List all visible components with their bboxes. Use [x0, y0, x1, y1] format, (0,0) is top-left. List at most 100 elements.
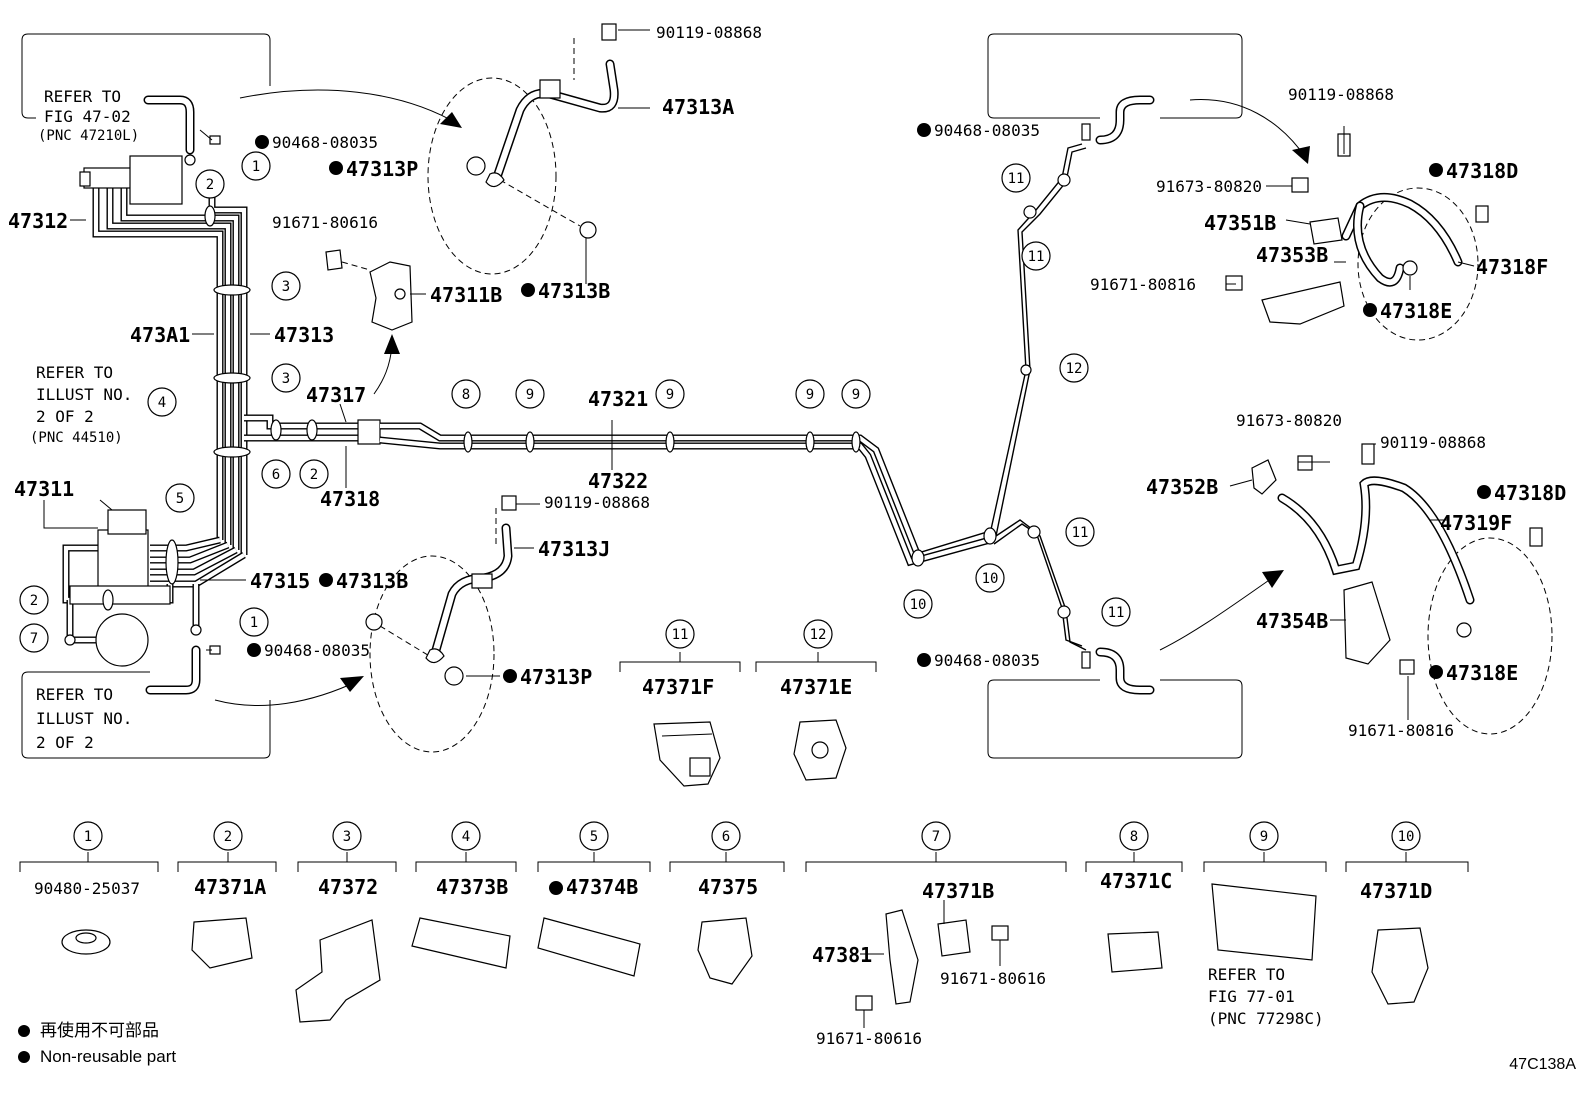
- callout-number: 11: [1108, 605, 1125, 621]
- callout-circle: [903, 589, 933, 619]
- callout-number: 12: [810, 627, 827, 643]
- bottom-part-8: 47371C: [1100, 869, 1172, 893]
- callout-circle: [19, 623, 49, 653]
- part-91673-80820-top-right: 91673-80820: [1156, 177, 1262, 196]
- callout-circle: [332, 821, 362, 851]
- callout-number: 3: [343, 829, 351, 845]
- part-47318E-top-right: 47318E: [1380, 299, 1452, 323]
- callout-circle: [1001, 163, 1031, 193]
- bottom-part-3: 47372: [318, 875, 378, 899]
- part-47311B: 47311B: [430, 283, 502, 307]
- callout-3-2: 3: [271, 271, 301, 301]
- part-91671-80816-bottom-right: 91671-80816: [1348, 721, 1454, 740]
- bottom-part-6: 47375: [698, 875, 758, 899]
- ref-fig-47-02-line1: REFER TO: [44, 87, 121, 106]
- non-reusable-mark: [1477, 485, 1491, 499]
- non-reusable-mark: [319, 573, 333, 587]
- callout-number: 4: [158, 395, 166, 411]
- flex-hose-47313J: [365, 495, 517, 686]
- callout-number: 2: [310, 467, 318, 483]
- callout-number: 12: [1066, 361, 1083, 377]
- flex-hose-47313A: [466, 23, 619, 239]
- legend-row-jp: 再使用不可部品: [18, 1018, 176, 1044]
- callout-3-27: 3: [332, 821, 362, 851]
- ref-fig-47-02-line2: FIG 47-02: [44, 107, 131, 126]
- callout-circle: [1101, 597, 1131, 627]
- bottom-row-brackets: [19, 652, 1469, 872]
- callout-number: 4: [462, 829, 470, 845]
- callout-9-33: 9: [1249, 821, 1279, 851]
- callout-7-31: 7: [921, 821, 951, 851]
- callout-1-10: 1: [239, 607, 269, 637]
- callout-circle: [841, 379, 871, 409]
- callout-9-13: 9: [655, 379, 685, 409]
- callout-6-30: 6: [711, 821, 741, 851]
- callout-number: 6: [722, 829, 730, 845]
- callout-number: 11: [1072, 525, 1089, 541]
- figure-id: 47C138A: [1509, 1056, 1576, 1073]
- legend-text-jp: 再使用不可部品: [40, 1021, 159, 1040]
- callout-circle: [655, 379, 685, 409]
- bottom-part-4: 47373B: [436, 875, 508, 899]
- part-47351B: 47351B: [1204, 211, 1276, 235]
- callout-circle: [261, 459, 291, 489]
- callout-12-24: 12: [803, 619, 833, 649]
- bracket-47311B: [325, 249, 413, 331]
- callout-circle: [147, 387, 177, 417]
- callout-3-3: 3: [271, 363, 301, 393]
- callout-12-22: 12: [1059, 353, 1089, 383]
- hose-assembly-bottom-right: [1251, 443, 1543, 675]
- callout-5-29: 5: [579, 821, 609, 851]
- callout-circle: [271, 363, 301, 393]
- ref-illust-2of2-a-line4: (PNC 44510): [30, 430, 123, 446]
- callout-circle: [299, 459, 329, 489]
- non-reusable-mark: [503, 669, 517, 683]
- non-reusable-bullet: [18, 1051, 30, 1063]
- legend-text-en: Non-reusable part: [40, 1047, 177, 1066]
- part-47318E-bottom-right: 47318E: [1446, 661, 1518, 685]
- flow-arrows: [214, 89, 1310, 707]
- part-47313B-top: 47313B: [538, 279, 610, 303]
- clip-47371E: [793, 719, 847, 781]
- detail-insets: [369, 77, 1553, 753]
- callout-9-15: 9: [841, 379, 871, 409]
- part-47321: 47321: [588, 387, 648, 411]
- part-47313A: 47313A: [662, 95, 734, 119]
- part-47312: 47312: [8, 209, 68, 233]
- callout-number: 2: [30, 593, 38, 609]
- callout-number: 7: [932, 829, 940, 845]
- part-90119-08868-mid-right: 90119-08868: [1380, 433, 1486, 452]
- callout-2-1: 2: [195, 169, 225, 199]
- ref-illust-2of2-a-line2: ILLUST NO.: [36, 385, 132, 404]
- non-reusable-mark: [917, 123, 931, 137]
- leader-lines: [43, 29, 1475, 1028]
- master-cylinder-block: [79, 95, 195, 205]
- non-reusable-mark: [1429, 163, 1443, 177]
- callout-4-28: 4: [451, 821, 481, 851]
- callout-number: 10: [910, 597, 927, 613]
- part-47313P-top: 47313P: [346, 157, 418, 181]
- callout-10-34: 10: [1391, 821, 1421, 851]
- non-reusable-mark: [1429, 665, 1443, 679]
- callout-number: 6: [272, 467, 280, 483]
- part-47318: 47318: [320, 487, 380, 511]
- callout-circle: [271, 271, 301, 301]
- part-47371F: 47371F: [642, 675, 714, 699]
- callout-circle: [795, 379, 825, 409]
- part-47313J: 47313J: [538, 537, 610, 561]
- callout-circle: [241, 151, 271, 181]
- callout-circle: [1021, 241, 1051, 271]
- callout-circle: [803, 619, 833, 649]
- callout-circle: [1065, 517, 1095, 547]
- callout-number: 1: [252, 159, 260, 175]
- part-91673-80820-mid-right: 91673-80820: [1236, 411, 1342, 430]
- callout-number: 10: [1398, 829, 1415, 845]
- callout-number: 2: [224, 829, 232, 845]
- callout-circle: [1249, 821, 1279, 851]
- legend: 再使用不可部品 Non-reusable part: [18, 1018, 176, 1070]
- bottom-part-47381: 47381: [812, 943, 872, 967]
- callout-5-5: 5: [165, 483, 195, 513]
- part-47353B: 47353B: [1256, 243, 1328, 267]
- callout-circle: [975, 563, 1005, 593]
